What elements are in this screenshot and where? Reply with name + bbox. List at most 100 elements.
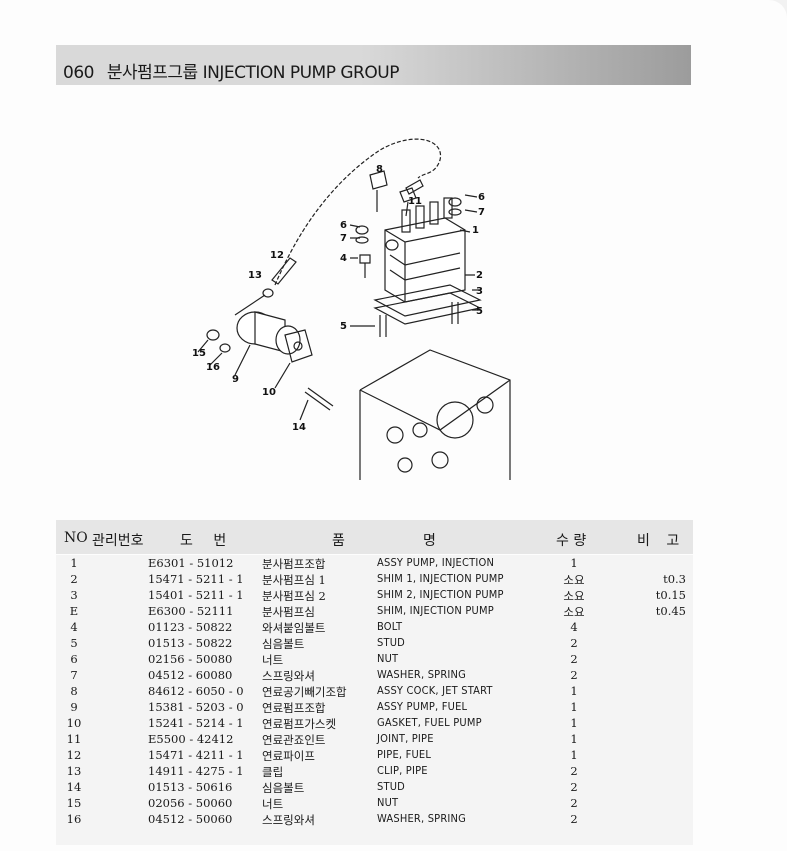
callout-16: 16 bbox=[206, 362, 220, 373]
table-row: 1 E6301 - 51012 분사펌프조합 ASSY PUMP, INJECTION… bbox=[56, 556, 693, 572]
callout-12: 12 bbox=[270, 250, 284, 261]
part-name-korean: 연료공기빼기조합 bbox=[262, 685, 347, 699]
part-quantity: 1 bbox=[570, 684, 578, 698]
part-name-korean: 분사펌프심 bbox=[262, 605, 315, 619]
part-quantity: 1 bbox=[570, 748, 578, 762]
part-number: 15 bbox=[66, 796, 82, 810]
exploded-parts-diagram: 6 7 1 2 3 5 8 11 6 7 4 5 12 13 15 16 9 1… bbox=[192, 138, 511, 480]
part-remark: t0.45 bbox=[655, 604, 686, 618]
part-name-english: GASKET, FUEL PUMP bbox=[377, 716, 482, 729]
part-code: 04512 - 50060 bbox=[148, 812, 233, 826]
part-quantity: 1 bbox=[570, 700, 578, 714]
part-name-korean: 분사펌프조합 bbox=[262, 557, 326, 571]
part-number: 2 bbox=[70, 572, 78, 586]
part-number: 9 bbox=[70, 700, 78, 714]
part-name-korean: 연료관죠인트 bbox=[262, 733, 326, 747]
part-number: 10 bbox=[66, 716, 82, 730]
part-code: 02056 - 50060 bbox=[148, 796, 233, 810]
part-quantity: 1 bbox=[570, 732, 578, 746]
part-name-korean: 와셔붙임볼트 bbox=[262, 621, 326, 635]
part-quantity: 2 bbox=[570, 812, 578, 826]
section-title-english: INJECTION PUMP GROUP bbox=[202, 63, 400, 83]
part-code: 15401 - 5211 - 1 bbox=[148, 588, 244, 602]
part-code: E6300 - 52111 bbox=[148, 604, 234, 618]
part-number: 3 bbox=[70, 588, 78, 602]
part-code: 15381 - 5203 - 0 bbox=[148, 700, 244, 714]
callout-3: 3 bbox=[476, 286, 483, 297]
callout-7b: 7 bbox=[340, 233, 347, 244]
part-quantity: 1 bbox=[570, 556, 578, 570]
part-number: 7 bbox=[70, 668, 78, 682]
part-quantity: 2 bbox=[570, 636, 578, 650]
part-name-korean: 분사펌프심 1 bbox=[262, 573, 326, 587]
header-qty: 수 량 bbox=[556, 533, 587, 549]
part-number: 4 bbox=[70, 620, 78, 634]
title-bar bbox=[56, 45, 691, 85]
callout-4: 4 bbox=[340, 253, 347, 264]
part-name-english: WASHER, SPRING bbox=[377, 812, 467, 825]
part-number: 12 bbox=[66, 748, 82, 762]
part-code: 15471 - 5211 - 1 bbox=[148, 572, 244, 586]
part-code: 84612 - 6050 - 0 bbox=[148, 684, 244, 698]
callout-11: 11 bbox=[408, 196, 422, 207]
part-name-english: SHIM 2, INJECTION PUMP bbox=[377, 588, 504, 601]
part-name-english: WASHER, SPRING bbox=[377, 668, 467, 681]
part-name-english: ASSY PUMP, FUEL bbox=[377, 700, 468, 713]
part-quantity: 2 bbox=[570, 668, 578, 682]
part-name-english: NUT bbox=[377, 796, 399, 809]
part-name-english: CLIP, PIPE bbox=[377, 764, 428, 777]
callout-5a: 5 bbox=[476, 306, 483, 317]
part-name-korean: 심음볼트 bbox=[262, 637, 305, 651]
callout-9: 9 bbox=[232, 374, 239, 385]
part-name-korean: 연료펌프가스켓 bbox=[262, 717, 337, 731]
callout-2: 2 bbox=[476, 270, 483, 281]
part-code: 04512 - 60080 bbox=[148, 668, 233, 682]
section-title-korean: 분사펌프그룹 bbox=[106, 63, 198, 83]
part-name-english: ASSY PUMP, INJECTION bbox=[377, 556, 495, 569]
header-remark: 비 고 bbox=[637, 533, 686, 549]
part-name-korean: 너트 bbox=[262, 797, 284, 811]
callout-13: 13 bbox=[248, 270, 262, 281]
table-row: 10 15241 - 5214 - 1 연료펌프가스켓 GASKET, FUEL PU… bbox=[56, 716, 693, 732]
callout-7a: 7 bbox=[478, 207, 485, 218]
part-name-english: JOINT, PIPE bbox=[377, 732, 434, 745]
part-code: 15471 - 4211 - 1 bbox=[148, 748, 244, 762]
callout-5b: 5 bbox=[340, 321, 347, 332]
part-name-korean: 클립 bbox=[262, 765, 284, 779]
part-quantity: 소요 bbox=[563, 573, 585, 587]
part-code: 01513 - 50616 bbox=[148, 780, 233, 794]
header-no: NO bbox=[64, 530, 88, 546]
part-name-english: BOLT bbox=[377, 620, 403, 633]
part-name-english: PIPE, FUEL bbox=[377, 748, 432, 761]
part-quantity: 2 bbox=[570, 780, 578, 794]
part-name-korean: 심음볼트 bbox=[262, 781, 305, 795]
part-name-english: SHIM, INJECTION PUMP bbox=[377, 604, 494, 617]
header-drawing-no: 도 번 bbox=[180, 533, 235, 549]
part-quantity: 2 bbox=[570, 652, 578, 666]
part-name-english: ASSY COCK, JET START bbox=[377, 684, 493, 697]
part-code: E6301 - 51012 bbox=[148, 556, 234, 570]
part-name-english: STUD bbox=[377, 780, 405, 793]
callout-1: 1 bbox=[472, 225, 479, 236]
part-number: 14 bbox=[66, 780, 82, 794]
part-name-korean: 너트 bbox=[262, 653, 284, 667]
part-name-korean: 스프링와셔 bbox=[262, 813, 315, 827]
part-code: 15241 - 5214 - 1 bbox=[148, 716, 244, 730]
part-code: E5500 - 42412 bbox=[148, 732, 234, 746]
section-title: 060 분사펌프그룹 INJECTION PUMP GROUP bbox=[63, 58, 399, 83]
header-name-2: 명 bbox=[423, 533, 436, 549]
part-remark: t0.15 bbox=[655, 588, 686, 602]
part-code: 14911 - 4275 - 1 bbox=[148, 764, 244, 778]
part-number: E bbox=[69, 604, 79, 618]
part-name-english: SHIM 1, INJECTION PUMP bbox=[377, 572, 504, 585]
table-header-bar bbox=[56, 520, 693, 554]
